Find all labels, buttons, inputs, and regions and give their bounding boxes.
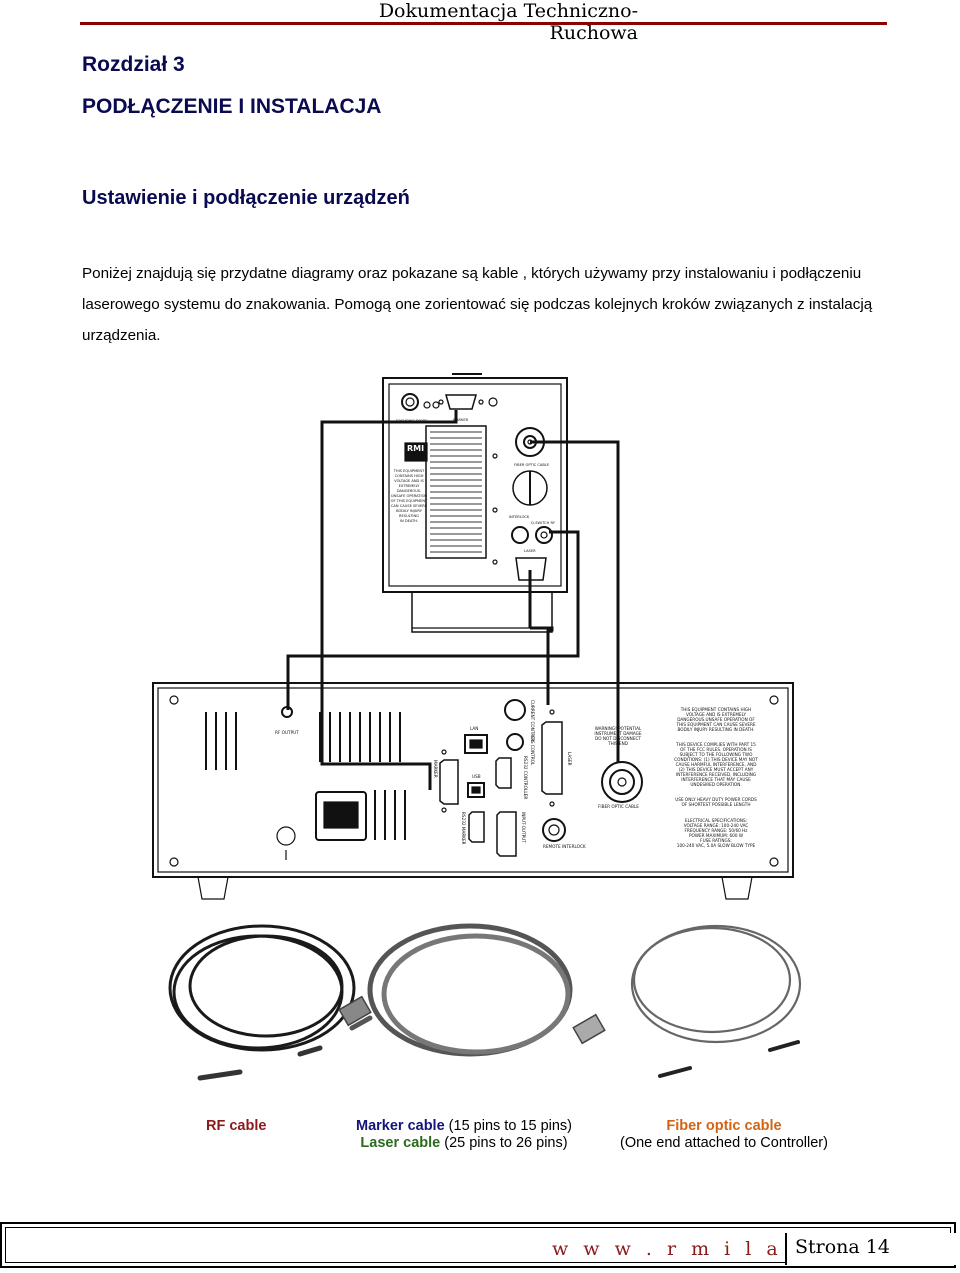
chapter-title: Rozdział 3 — [82, 53, 185, 76]
paragraph-line-2: laserowego systemu do znakowania. Pomogą… — [82, 296, 873, 313]
svg-text:VOLTAGE RANGE: 100-240 VAC: VOLTAGE RANGE: 100-240 VAC — [684, 823, 749, 828]
svg-text:INTERFERENCE THAT MAY CAUSE: INTERFERENCE THAT MAY CAUSE — [681, 777, 751, 782]
fiber-caption-detail: (One end attached to Controller) — [620, 1135, 828, 1151]
input-output-label: INPUT-OUTPUT — [521, 812, 526, 843]
header-rule — [80, 22, 887, 25]
svg-text:OF THE FCC RULES. OPERATION IS: OF THE FCC RULES. OPERATION IS — [680, 747, 752, 752]
rs232-marker-label: RS232 MARKER — [461, 812, 466, 845]
svg-text:DO NOT DISCONNECT: DO NOT DISCONNECT — [595, 736, 641, 741]
fiber-caption-title: Fiber optic cable — [666, 1118, 782, 1134]
svg-text:RESULTING: RESULTING — [399, 514, 419, 518]
svg-text:UNSAFE OPERATION: UNSAFE OPERATION — [391, 494, 427, 498]
head-marker-label: MARKER — [453, 418, 469, 422]
rs232-controller-label: RS232 CONTROLLER — [523, 756, 528, 799]
svg-text:INTERFERENCE RECEIVED, INCLUDI: INTERFERENCE RECEIVED, INCLUDING — [676, 772, 756, 777]
svg-text:FUSE RATINGS:: FUSE RATINGS: — [700, 838, 732, 843]
laser-brand: RMI — [407, 444, 424, 453]
controller-notices: THIS EQUIPMENT CONTAINS HIGH VOLTAGE AND… — [674, 707, 758, 848]
svg-text:WARNING! POTENTIAL: WARNING! POTENTIAL — [595, 726, 642, 731]
controller — [152, 682, 794, 900]
svg-text:(2) THIS DEVICE MUST ACCEPT AN: (2) THIS DEVICE MUST ACCEPT ANY — [679, 767, 754, 772]
paragraph-line-3: urządzenia. — [82, 327, 161, 344]
svg-text:CONTAINS HIGH: CONTAINS HIGH — [395, 474, 424, 478]
marker-caption-detail: (15 pins to 15 pins) — [444, 1118, 573, 1134]
cables-photo — [168, 923, 802, 1081]
connection-cables — [286, 410, 620, 790]
rf-output-label: RF OUTPUT — [275, 730, 299, 735]
head-fiber-label: FIBER OPTIC CABLE — [514, 463, 550, 467]
svg-text:FREQUENCY RANGE: 50/60 Hz: FREQUENCY RANGE: 50/60 Hz — [685, 828, 749, 833]
fps-control-label: FPS CONTROL — [530, 736, 535, 766]
svg-text:THIS END: THIS END — [607, 741, 628, 746]
svg-text:VOLTAGE AND IS: VOLTAGE AND IS — [394, 479, 424, 483]
svg-text:THIS DEVICE COMPLIES WITH PART: THIS DEVICE COMPLIES WITH PART 15 — [675, 742, 756, 747]
fiber-cable-caption: Fiber optic cable — [612, 1118, 836, 1134]
remote-interlock-label: REMOTE INTERLOCK — [543, 844, 586, 849]
svg-text:USE ONLY HEAVY DUTY POWER CORD: USE ONLY HEAVY DUTY POWER CORDS — [675, 797, 757, 802]
current-control-label: CURRENT CONTROL — [530, 700, 535, 743]
svg-text:DANGEROUS.UNSAFE OPERATION OF: DANGEROUS.UNSAFE OPERATION OF — [677, 717, 755, 722]
section-title: PODŁĄCZENIE I INSTALACJA — [82, 95, 382, 118]
svg-text:ELECTRICAL SPECIFICATIONS:: ELECTRICAL SPECIFICATIONS: — [685, 818, 747, 823]
svg-text:DANGEROUS.: DANGEROUS. — [397, 489, 421, 493]
rf-cable-image — [168, 924, 356, 1081]
rf-caption-text: RF cable — [206, 1118, 267, 1134]
svg-text:BODILY INJURY RESULTING IN DEA: BODILY INJURY RESULTING IN DEATH. — [677, 727, 754, 732]
svg-text:OF SHORTEST POSSIBLE LENGTH: OF SHORTEST POSSIBLE LENGTH — [682, 802, 751, 807]
fiber-optic-cable-image — [630, 924, 802, 1078]
usb-label: USB — [472, 774, 481, 779]
head-qswitch-label: Q-SWITCH RF — [531, 521, 555, 525]
svg-text:POWER MAXIMUM: 600 W: POWER MAXIMUM: 600 W — [689, 833, 743, 838]
marker-caption-title: Marker cable — [355, 1118, 445, 1134]
svg-text:OF THIS EQUIPMENT: OF THIS EQUIPMENT — [391, 499, 428, 503]
svg-text:SUBJECT TO THE FOLLOWING TWO: SUBJECT TO THE FOLLOWING TWO — [680, 752, 753, 757]
svg-text:VOLTAGE AND IS EXTREMELY: VOLTAGE AND IS EXTREMELY — [686, 712, 746, 717]
laser-cable-caption: Laser cable (25 pins to 26 pins) — [352, 1135, 576, 1151]
svg-text:EXTREMELY: EXTREMELY — [399, 484, 421, 488]
svg-text:CONDITIONS: (1) THIS DEVICE MA: CONDITIONS: (1) THIS DEVICE MAY NOT — [674, 757, 758, 762]
laser-caption-title: Laser cable — [360, 1135, 441, 1151]
svg-text:THIS EQUIPMENT: THIS EQUIPMENT — [393, 469, 425, 473]
marker-cable-caption: Marker cable (15 pins to 15 pins) — [352, 1118, 576, 1134]
paragraph-line-1: Poniżej znajdują się przydatne diagramy … — [82, 265, 862, 282]
controller-laser-label: LASER — [567, 752, 572, 766]
svg-text:INSTRUMENT DAMAGE: INSTRUMENT DAMAGE — [594, 731, 642, 736]
footer-page-box: Strona 14 — [785, 1233, 957, 1265]
page-number: Strona 14 — [795, 1236, 890, 1258]
document-header-title: Dokumentacja Techniczno-Ruchowa — [378, 0, 638, 44]
laser-caption-detail: (25 pins to 26 pins) — [440, 1135, 568, 1151]
laser-head — [382, 373, 568, 633]
svg-text:100-240 VAC, 5.0A SLOW BLOW TY: 100-240 VAC, 5.0A SLOW BLOW TYPE — [677, 843, 756, 848]
fiber-cable-note: (One end attached to Controller) — [612, 1135, 836, 1151]
fiber-warning-text: WARNING! POTENTIAL INSTRUMENT DAMAGE DO … — [594, 726, 642, 746]
svg-text:BODILY INJURY: BODILY INJURY — [396, 509, 423, 513]
head-interlock-label: INTERLOCK — [509, 515, 530, 519]
lan-label: LAN — [470, 726, 478, 731]
connection-diagram: RMI FOCUSING DIODE MARKER FIBER OPTIC CA… — [152, 373, 794, 900]
subsection-title: Ustawienie i podłączenie urządzeń — [82, 187, 410, 209]
svg-text:IN DEATH.: IN DEATH. — [400, 519, 418, 523]
svg-text:CAN CAUSE SEVERE: CAN CAUSE SEVERE — [391, 504, 428, 508]
intro-paragraph: Poniżej znajdują się przydatne diagramy … — [82, 258, 882, 351]
rf-cable-caption: RF cable — [206, 1118, 266, 1134]
marker-laser-cable-image — [338, 923, 606, 1057]
marker-port-label: MARKER — [433, 760, 438, 778]
svg-text:UNDESIRED OPERATION.: UNDESIRED OPERATION. — [690, 782, 741, 787]
head-laser-label: LASER — [524, 549, 536, 553]
svg-text:THIS EQUIPMENT CONTAINS HIGH: THIS EQUIPMENT CONTAINS HIGH — [680, 707, 752, 712]
head-warning-text: THIS EQUIPMENT CONTAINS HIGH VOLTAGE AND… — [391, 469, 428, 523]
svg-text:CAUSE HARMFUL INTERFERENCE, AN: CAUSE HARMFUL INTERFERENCE, AND — [676, 762, 757, 767]
controller-fiber-label: FIBER OPTIC CABLE — [598, 804, 639, 809]
svg-text:THIS EQUIPMENT CAN CAUSE SEVER: THIS EQUIPMENT CAN CAUSE SEVERE — [675, 722, 755, 727]
